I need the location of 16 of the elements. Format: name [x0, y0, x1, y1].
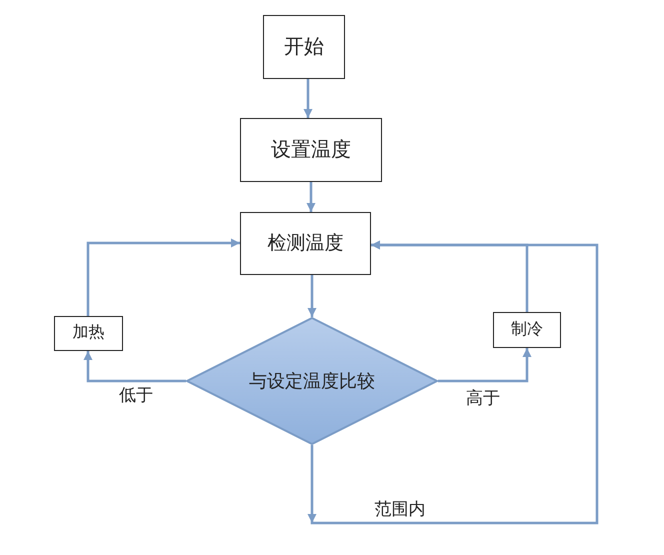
arrow — [86, 238, 240, 316]
process-box: 检测温度 — [240, 212, 371, 275]
process-box: 设置温度 — [240, 118, 382, 182]
start-box: 开始 — [263, 15, 345, 79]
arrow — [308, 240, 598, 524]
arrow — [84, 351, 186, 382]
process-box: 制冷 — [493, 312, 561, 348]
arrow — [308, 275, 316, 317]
edge-label: 高于 — [464, 390, 502, 408]
arrow — [438, 348, 532, 382]
edge-label: 低于 — [117, 386, 155, 406]
process-box: 加热 — [54, 316, 123, 351]
arrow — [306, 182, 316, 212]
decision-diamond — [186, 317, 438, 445]
decision-text: 与设定温度比较 — [249, 370, 375, 392]
arrow — [304, 79, 312, 118]
